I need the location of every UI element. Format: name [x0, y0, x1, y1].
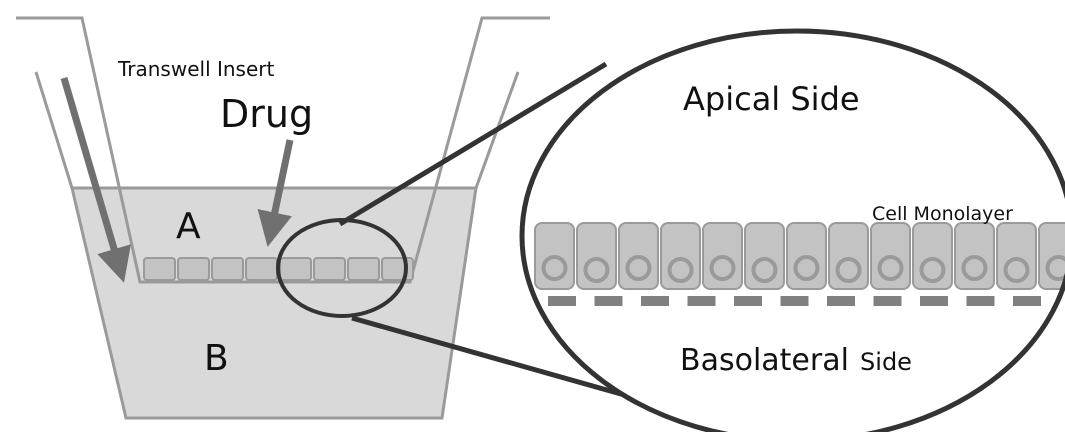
cell-nucleus [919, 257, 946, 283]
small-cell [313, 257, 346, 281]
side-word: Side [860, 348, 912, 376]
cell-nucleus [835, 257, 862, 283]
cell-nucleus [709, 255, 736, 281]
membrane-pore [780, 296, 809, 306]
small-cell [347, 257, 380, 281]
zoom-line-bottom [351, 315, 629, 399]
cell-nucleus [1045, 255, 1065, 281]
small-cell [143, 257, 176, 281]
zoom-line-top [338, 61, 608, 227]
apical-side-label: Apical Side [683, 80, 860, 118]
cell-nucleus [961, 255, 988, 281]
pipette-arrow [60, 77, 131, 283]
cell-monolayer-label: Cell Monolayer [872, 203, 1013, 225]
membrane-pore [1013, 296, 1041, 306]
well-media [70, 186, 478, 420]
compartment-b-label: B [204, 338, 229, 379]
magnify-ellipse [276, 218, 408, 318]
basolateral-word: Basolateral [680, 343, 849, 378]
cell-nucleus [751, 257, 778, 283]
small-cell [245, 257, 278, 281]
cell-nucleus [541, 255, 568, 281]
cell-nucleus [793, 255, 820, 281]
membrane-pore [641, 296, 669, 306]
compartment-a-label: A [176, 206, 201, 247]
insert-outline [16, 16, 550, 284]
small-cell [279, 257, 312, 281]
transwell-insert-label: Transwell Insert [117, 57, 275, 81]
membrane-pore [594, 296, 623, 306]
drug-label: Drug [220, 92, 313, 136]
insert-cell-layer [143, 257, 414, 281]
drug-arrow [257, 139, 294, 247]
membrane-pore [548, 296, 576, 306]
membrane-pore [687, 296, 716, 306]
cell-nucleus [1003, 257, 1030, 283]
membrane-pore [966, 296, 995, 306]
membrane-pore [920, 296, 948, 306]
basolateral-side-label: Basolateral Side [680, 343, 912, 378]
membrane-pore [734, 296, 762, 306]
cell-nucleus [667, 257, 694, 283]
zoom-cell-monolayer [534, 222, 1065, 290]
zoom-ellipse-border [519, 28, 1065, 432]
small-cell [211, 257, 244, 281]
small-cell [381, 257, 414, 281]
cell-nucleus [583, 257, 610, 283]
membrane-pore [873, 296, 902, 306]
small-cell [177, 257, 210, 281]
zoom-content [534, 222, 1065, 306]
well-wall-left [34, 71, 74, 189]
cell-nucleus [877, 255, 904, 281]
membrane-pore [827, 296, 855, 306]
cell-nucleus [625, 255, 652, 281]
